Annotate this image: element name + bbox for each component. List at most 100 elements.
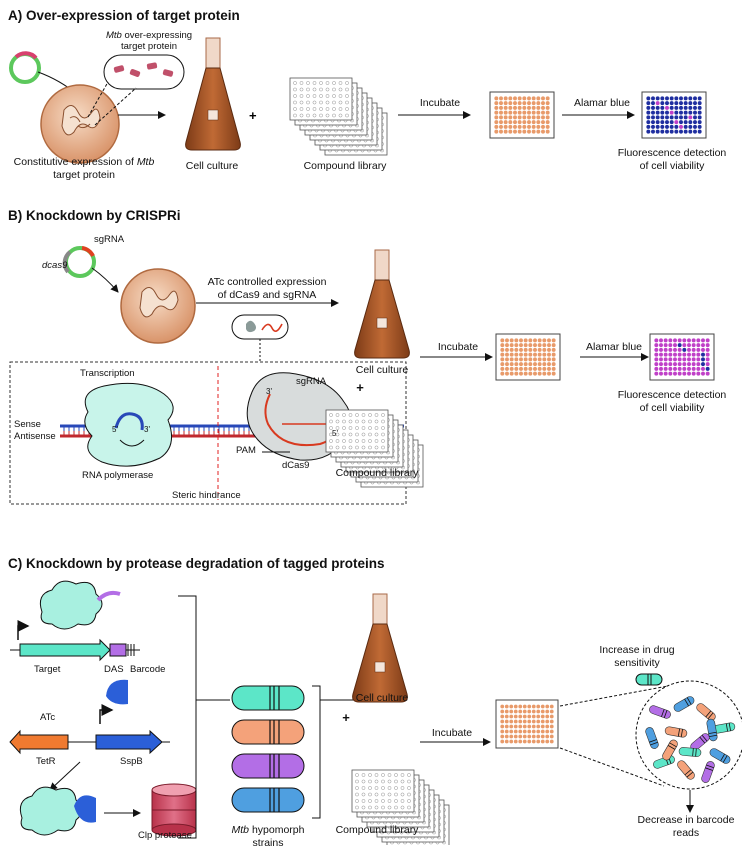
well: [513, 120, 517, 125]
well: [542, 357, 547, 362]
well: [545, 739, 550, 744]
well: [517, 110, 522, 115]
well: [697, 115, 702, 120]
well: [679, 115, 683, 120]
well: [683, 101, 688, 106]
tetr-label: TetR: [36, 756, 56, 767]
well: [682, 352, 687, 357]
well: [696, 338, 701, 343]
well: [527, 709, 532, 714]
well: [504, 704, 509, 709]
well: [537, 347, 542, 352]
well: [523, 352, 528, 357]
alamar-label-a: Alamar blue: [573, 97, 631, 109]
panel-a: +: [9, 37, 707, 164]
hypo-rest: hypomorph: [251, 824, 305, 836]
barcode-label: Barcode: [130, 664, 166, 675]
well: [505, 347, 509, 352]
well: [517, 115, 522, 120]
well: [519, 343, 523, 348]
well: [683, 96, 688, 101]
well: [508, 96, 513, 101]
well: [691, 366, 696, 371]
well: [517, 96, 522, 101]
well: [500, 362, 505, 367]
well: [655, 129, 660, 134]
well: [696, 357, 701, 362]
well: [509, 338, 514, 343]
well: [513, 124, 517, 129]
well: [537, 357, 542, 362]
well: [673, 357, 677, 362]
well: [509, 704, 514, 709]
well: [665, 115, 669, 120]
well: [697, 129, 702, 134]
incubate-label-a: Incubate: [419, 97, 461, 109]
well: [551, 352, 556, 357]
well: [536, 729, 541, 734]
well: [697, 96, 702, 101]
well: [500, 709, 505, 714]
well: [549, 714, 554, 719]
well: [536, 734, 541, 739]
well: [668, 357, 673, 362]
well: [522, 110, 527, 115]
sgrna-inset-label: sgRNA: [296, 376, 327, 387]
culture-label-b: Cell culture: [355, 364, 409, 376]
well: [522, 120, 527, 125]
fluorescence-plate: [641, 91, 707, 139]
decrease-label: Decrease in barcode reads: [630, 814, 742, 839]
well: [504, 724, 509, 729]
well: [536, 739, 541, 744]
sense-label: Sense: [14, 419, 41, 430]
well: [528, 338, 533, 343]
well: [679, 129, 683, 134]
well: [518, 704, 523, 709]
well: [545, 124, 550, 129]
plus-c: +: [342, 710, 350, 725]
well: [504, 714, 509, 719]
well: [705, 347, 710, 352]
well: [537, 366, 542, 371]
well: [668, 338, 673, 343]
well: [522, 124, 527, 129]
well: [541, 105, 545, 110]
hypomorph-strains: [231, 685, 305, 813]
well: [528, 352, 533, 357]
well: [673, 371, 677, 376]
target-gene-icon: [19, 638, 111, 662]
plus-sign: +: [249, 108, 257, 123]
well: [522, 101, 527, 106]
well: [682, 362, 687, 367]
well: [518, 709, 523, 714]
atc-c-label: ATc: [40, 712, 56, 723]
well: [655, 105, 660, 110]
well: [549, 724, 554, 729]
sspb-label: SspB: [120, 756, 143, 767]
well: [504, 734, 509, 739]
decrease-line1: Decrease in barcode: [637, 814, 735, 826]
well: [531, 124, 536, 129]
well: [688, 129, 693, 134]
well: [547, 347, 551, 352]
detection-label-a: Fluorescence detection of cell viability: [612, 147, 732, 172]
detection-a-line2: of cell viability: [639, 159, 705, 172]
well: [519, 371, 523, 376]
well: [509, 719, 514, 724]
well: [505, 366, 509, 371]
well: [509, 714, 514, 719]
well: [665, 129, 669, 134]
well: [655, 124, 660, 129]
well: [651, 101, 655, 106]
well: [494, 115, 499, 120]
well: [646, 115, 651, 120]
well: [663, 347, 668, 352]
well: [513, 129, 517, 134]
well: [663, 352, 668, 357]
dcas9-plasmid-icon: [62, 246, 96, 278]
well: [669, 120, 674, 125]
well: [654, 357, 659, 362]
well: [513, 96, 517, 101]
five-prime-a-label: 5': [112, 425, 118, 434]
